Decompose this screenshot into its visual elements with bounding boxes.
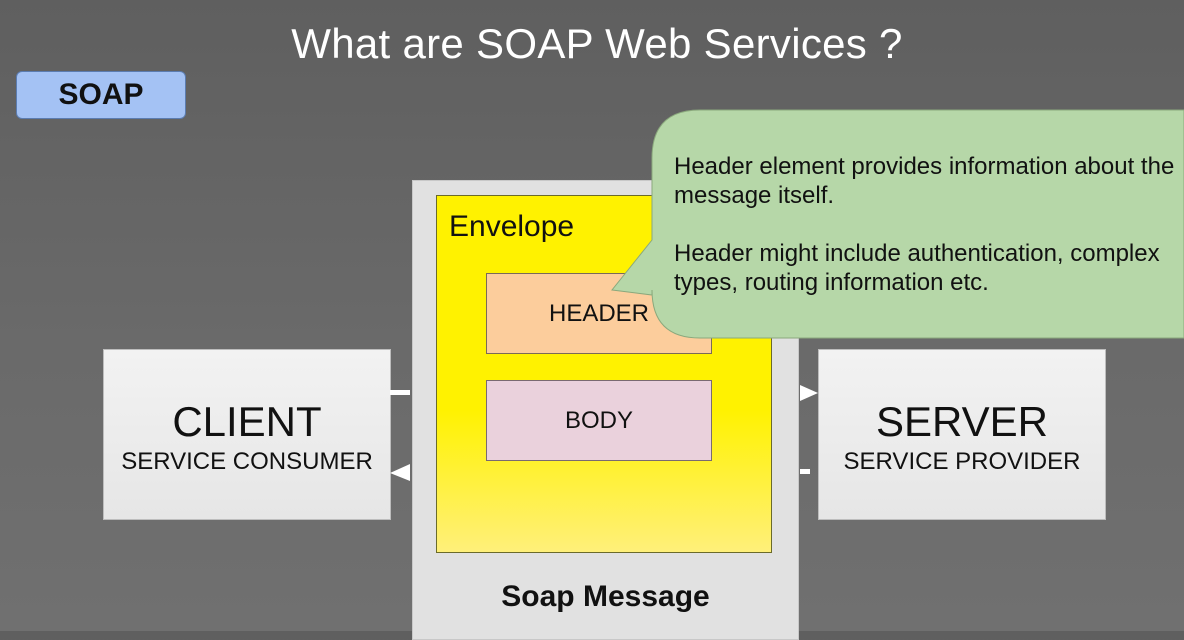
request-arrow-head-icon — [800, 385, 818, 401]
request-arrow-tail — [390, 390, 410, 395]
client-box: CLIENT SERVICE CONSUMER — [103, 349, 391, 520]
client-subtitle: SERVICE CONSUMER — [121, 448, 373, 475]
body-box: BODY — [486, 380, 712, 461]
response-arrow-tail — [800, 469, 810, 474]
response-arrow-head-icon — [390, 464, 410, 481]
header-label: HEADER — [548, 299, 650, 327]
callout-paragraph-1: Header element provides information abou… — [674, 153, 1175, 209]
client-title: CLIENT — [172, 398, 322, 445]
soap-badge: SOAP — [16, 71, 186, 119]
callout-paragraph-2: Header might include authentication, com… — [674, 240, 1160, 296]
server-arrows — [800, 385, 818, 474]
soap-message-label: Soap Message — [501, 580, 710, 613]
envelope-label: Envelope — [449, 210, 575, 243]
callout-shape — [611, 109, 1184, 339]
soap-badge-label: SOAP — [58, 78, 144, 111]
client-arrows — [390, 390, 410, 481]
body-label: BODY — [564, 406, 633, 434]
server-subtitle: SERVICE PROVIDER — [843, 448, 1081, 475]
server-box: SERVER SERVICE PROVIDER — [818, 349, 1106, 520]
server-title: SERVER — [876, 398, 1048, 445]
slide-title: What are SOAP Web Services ? — [291, 20, 903, 67]
callout-text: Header element provides information abou… — [674, 152, 1184, 326]
